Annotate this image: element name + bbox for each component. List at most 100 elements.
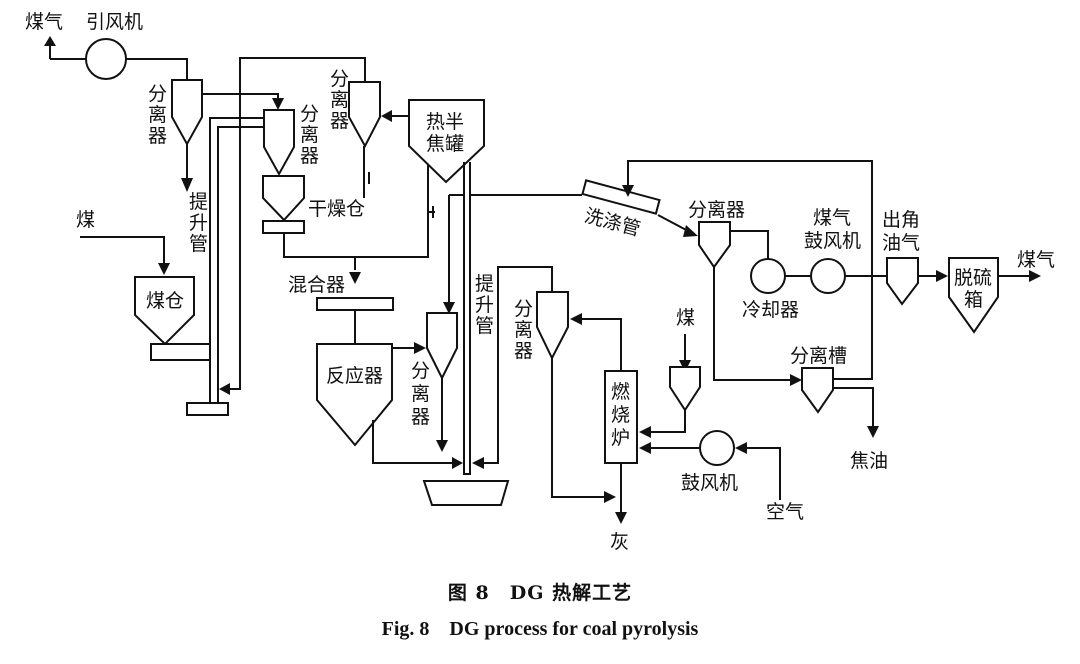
arrow-reactor-to-riser — [452, 457, 463, 469]
left-riser-base — [186, 402, 229, 416]
pipe-combustor-to-separator — [580, 318, 622, 370]
arrow-feeder-to-combustor — [639, 426, 651, 438]
coal-bin-body — [134, 276, 195, 346]
label-gas-blower-l1: 煤气 — [813, 207, 851, 229]
pipe-separator-ash — [551, 358, 605, 498]
label-riser-center: 提 升 管 — [475, 273, 494, 337]
reactor-separator-body — [426, 312, 458, 381]
arrow-tank-to-separator-3 — [381, 110, 392, 122]
left-riser-outer-pipe — [209, 117, 264, 398]
label-combustor-c2: 烧 — [611, 404, 630, 426]
label-induced-fan: 引风机 — [86, 11, 143, 33]
center-riser — [422, 162, 582, 506]
label-separator-3-c2: 离 — [330, 89, 349, 111]
combustor-separator — [472, 266, 622, 503]
pipe-loop-to-riser — [228, 380, 241, 390]
label-separator-2-c2: 离 — [300, 124, 319, 146]
label-cooler: 冷却器 — [742, 299, 799, 321]
dryer-feeder — [262, 220, 305, 234]
gas-separator-body — [698, 221, 731, 269]
pipe-washing-to-separator — [657, 214, 691, 233]
blower — [699, 430, 735, 466]
label-air: 空气 — [766, 501, 804, 523]
cooler — [750, 258, 786, 294]
coal-bin-section — [80, 236, 211, 361]
induced-fan-section — [44, 36, 188, 80]
label-separator-reactor-c2: 离 — [411, 383, 430, 405]
separation-tank-body — [801, 367, 834, 414]
left-riser — [186, 117, 264, 416]
pipe-coal-left-in — [80, 236, 165, 263]
label-separation-tank: 分离槽 — [790, 345, 847, 367]
label-ash: 灰 — [610, 531, 629, 553]
arrow-gas-out-right — [1029, 270, 1041, 282]
mixer-reactor — [316, 297, 463, 469]
gas-treatment — [698, 221, 887, 386]
center-riser-pipe — [463, 162, 471, 475]
label-dryer: 干燥仓 — [308, 198, 365, 220]
label-separator-2-c3: 器 — [300, 145, 319, 167]
label-gas-out-right: 煤气 — [1017, 249, 1055, 271]
label-combustor-c3: 炉 — [611, 427, 630, 449]
pipe-separator-to-cooler — [730, 230, 769, 259]
dg-process-flow-diagram: 煤气 引风机 分 离 器 分 离 器 分 离 器 热半 焦罐 提 升 管 干燥仓… — [25, 11, 1055, 553]
arrow-into-mixer — [349, 272, 361, 284]
label-separator-combustor-c3: 器 — [514, 340, 533, 362]
reactor-separator — [426, 312, 458, 452]
separator-3 — [348, 81, 381, 198]
label-separator-3: 分 离 器 — [330, 68, 349, 132]
arrow-into-left-riser — [219, 383, 230, 395]
washing-pipe-section — [581, 160, 873, 380]
arrow-to-reactor-separator — [443, 302, 455, 314]
label-separator-reactor-c1: 分 — [411, 360, 430, 382]
label-gas-out-left: 煤气 — [25, 11, 63, 33]
label-separator-2-c1: 分 — [300, 103, 319, 125]
caption-chinese: 图 8 DG 热解工艺 — [447, 582, 633, 604]
arrow-reactor-separator-down — [436, 440, 448, 452]
separator-1-body — [171, 79, 203, 147]
caption-english: Fig. 8 DG process for coal pyrolysis — [381, 618, 699, 640]
induced-fan — [85, 38, 127, 80]
pipe-tank-to-tar — [833, 387, 874, 428]
arrow-separator-1-down — [181, 178, 193, 192]
combustor-body — [604, 370, 638, 464]
arrow-separator-ash — [604, 491, 616, 503]
left-riser-base-join — [209, 398, 219, 403]
separator-3-body — [348, 81, 381, 149]
pipe-fan-to-separator-1 — [126, 58, 188, 80]
outlet-section — [886, 257, 1041, 334]
discharge-trough — [422, 480, 510, 506]
separation-tank — [801, 367, 879, 438]
pipe-tank-to-mixer — [354, 165, 429, 270]
label-separator-1: 分 离 器 — [148, 83, 167, 147]
label-hot-semicoke-tank-l2: 焦罐 — [426, 133, 464, 155]
arrow-blower-to-combustor — [639, 442, 651, 454]
label-outlet-oil-gas-l1: 出角 — [882, 209, 920, 231]
label-riser-center-c1: 提 — [475, 273, 494, 295]
label-riser-left: 提 升 管 — [189, 191, 208, 255]
label-separator-1-c3: 器 — [148, 125, 167, 147]
label-riser-left-c2: 升 — [189, 212, 208, 234]
blower-section — [639, 430, 781, 500]
arrow-into-riser-right — [472, 457, 484, 469]
coal-bin-feeder — [150, 343, 211, 361]
label-separator-3-c3: 器 — [330, 110, 349, 132]
arrow-gas-out-left — [44, 36, 56, 46]
pipe-riser-return-loop — [239, 57, 366, 380]
arrow-coal-left-in — [158, 263, 170, 275]
washing-pipe — [581, 179, 661, 215]
combustor-separator-body — [536, 291, 569, 361]
label-separator-gas: 分离器 — [688, 199, 745, 221]
label-combustor-c1: 燃 — [611, 381, 630, 403]
desulfurization-box-body — [948, 257, 999, 334]
arrow-ash-down — [615, 512, 627, 524]
reactor-body — [316, 343, 393, 447]
label-riser-left-c3: 管 — [189, 233, 208, 255]
combustor — [604, 370, 638, 524]
label-mixer: 混合器 — [288, 274, 345, 296]
label-reactor: 反应器 — [326, 365, 383, 387]
label-washing-pipe: 洗涤管 — [582, 205, 643, 241]
left-riser-inner-pipe — [217, 126, 264, 398]
arrow-reactor-to-separator — [414, 342, 426, 354]
label-desulfurization-box-l2: 箱 — [964, 289, 983, 311]
